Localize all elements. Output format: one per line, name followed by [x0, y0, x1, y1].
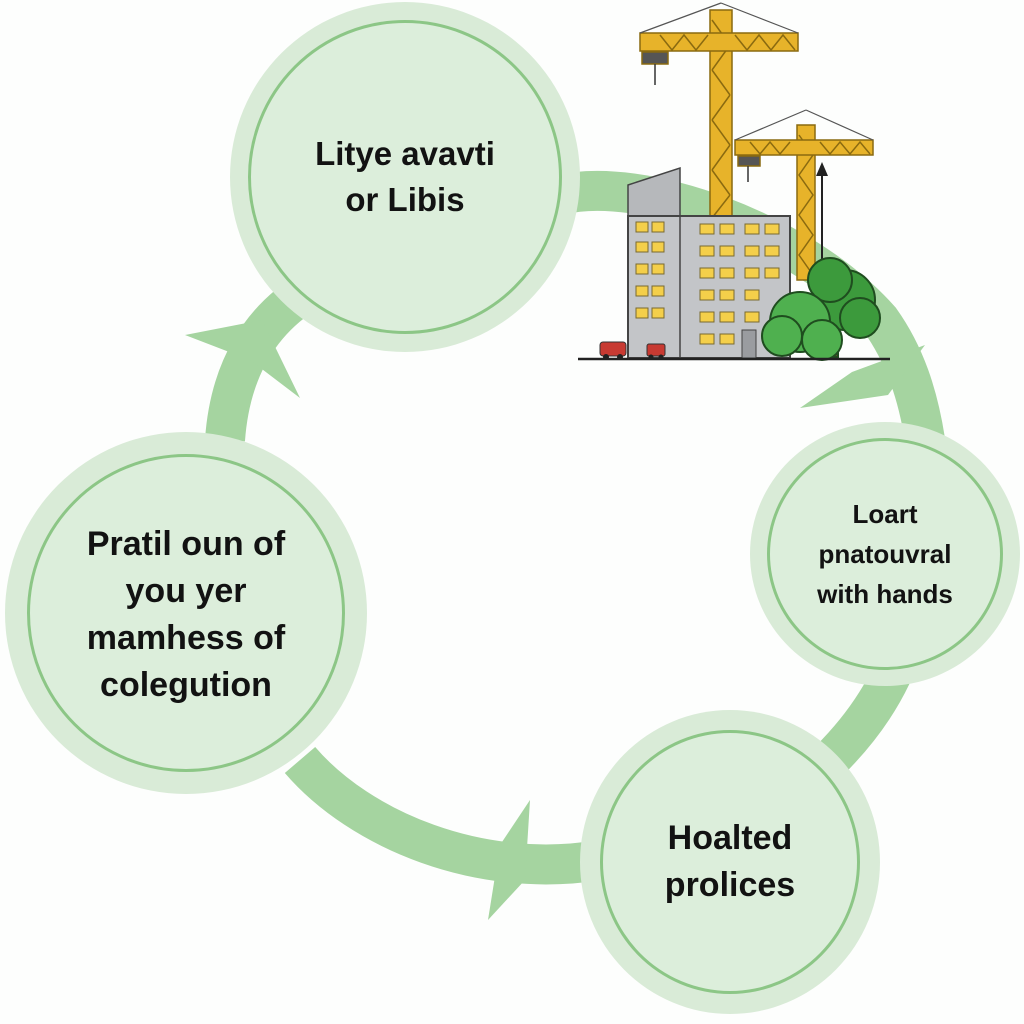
cycle-node-bottom: Hoalted prolices — [580, 710, 880, 1014]
arrowhead-left-top — [185, 320, 300, 398]
building — [627, 166, 791, 359]
cycle-node-right: Loart pnatouvral with hands — [750, 422, 1020, 686]
node-right-ring — [767, 438, 1003, 670]
arrowhead-right — [800, 345, 925, 408]
node-left-ring — [27, 454, 345, 772]
node-top-label: Litye avavti or Libis — [315, 135, 495, 218]
crane-right — [734, 109, 874, 281]
node-left-label: Pratil oun of you yer mamhess of colegut… — [86, 525, 286, 704]
node-bottom-label: Hoalted prolices — [664, 819, 796, 904]
node-bottom-ring — [600, 730, 860, 994]
cycle-node-top: Litye avavti or Libis — [230, 2, 580, 352]
cycle-node-left: Pratil oun of you yer mamhess of colegut… — [5, 432, 367, 794]
node-right-label: Loart pnatouvral with hands — [817, 499, 953, 609]
node-top-ring — [248, 20, 562, 334]
crane-left — [639, 2, 799, 221]
arrowhead-bottom — [488, 800, 530, 920]
ring-arc-bottom-left — [284, 746, 604, 885]
